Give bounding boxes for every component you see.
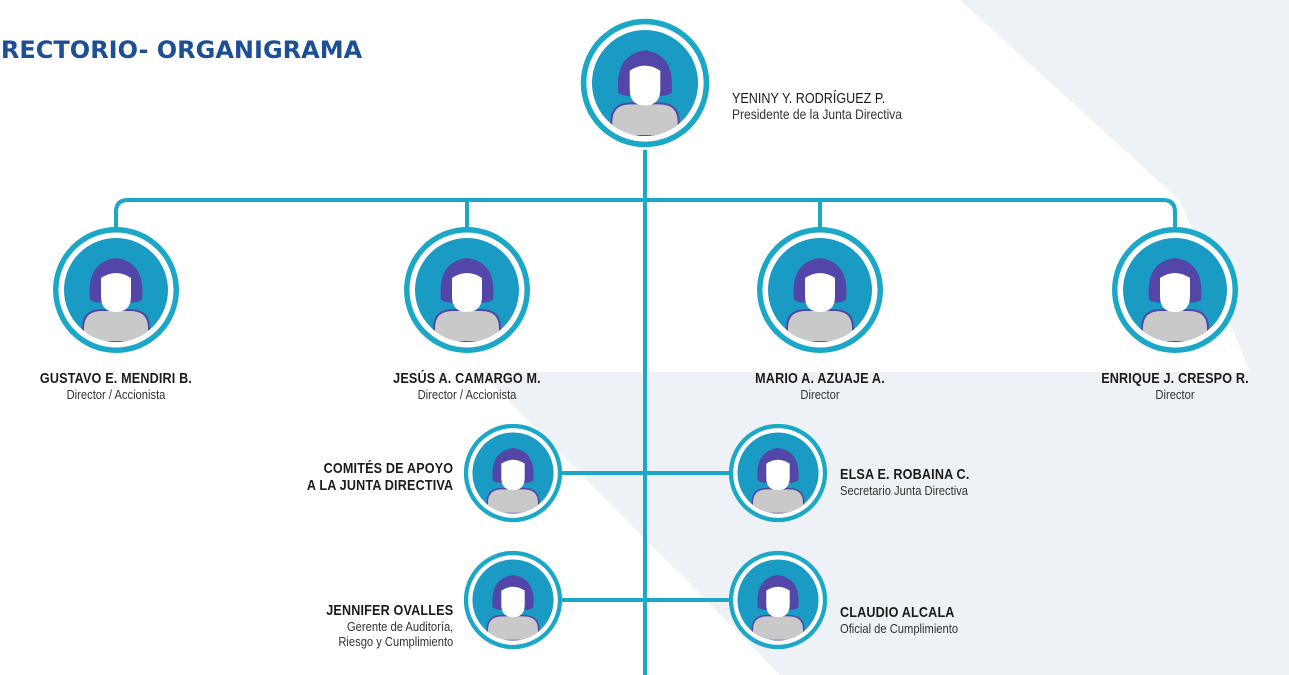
director-1-role: Director / Accionista — [66, 387, 166, 402]
audit-label: JENNIFER OVALLES Gerente de Auditoría, R… — [302, 602, 453, 649]
branch-line — [114, 198, 1177, 238]
avatar-director-4 — [1112, 227, 1238, 353]
director-1-label: GUSTAVO E. MENDIRI B. Director / Accioni… — [0, 370, 236, 402]
background-band-lower — [480, 372, 1289, 675]
compliance-name: CLAUDIO ALCALA — [840, 604, 955, 621]
avatar-audit — [464, 551, 562, 649]
compliance-role: Oficial de Cumplimiento — [840, 621, 959, 636]
secretary-role: Secretario Junta Directiva — [840, 483, 969, 498]
compliance-label: CLAUDIO ALCALA Oficial de Cumplimiento — [840, 604, 977, 636]
director-4-label: ENRIQUE J. CRESPO R. Director — [1055, 370, 1289, 402]
director-2-label: JESÚS A. CAMARGO M. Director / Accionist… — [347, 370, 587, 402]
connectors — [114, 150, 1177, 675]
page-title: IRECTORIO- ORGANIGRAMA — [0, 36, 363, 64]
audit-role-line-2: Riesgo y Cumplimiento — [338, 634, 453, 649]
committees-label: COMITÉS DE APOYO A LA JUNTA DIRECTIVA — [279, 460, 453, 494]
avatar-director-3 — [757, 227, 883, 353]
secretary-label: ELSA E. ROBAINA C. Secretario Junta Dire… — [840, 466, 994, 498]
director-2-role: Director / Accionista — [417, 387, 517, 402]
director-3-role: Director — [800, 387, 840, 402]
avatar-director-2 — [404, 227, 530, 353]
audit-name: JENNIFER OVALLES — [325, 602, 453, 619]
president-role: Presidente de la Junta Directiva — [732, 106, 902, 122]
director-3-label: MARIO A. AZUAJE A. Director — [700, 370, 940, 402]
director-3-name: MARIO A. AZUAJE A. — [755, 370, 885, 387]
committees-line-1: COMITÉS DE APOYO — [323, 460, 453, 477]
president-label: YENINY Y. RODRÍGUEZ P. Presidente de la … — [732, 90, 930, 122]
director-1-name: GUSTAVO E. MENDIRI B. — [39, 370, 193, 387]
avatar-committees — [464, 424, 562, 522]
avatar-president — [581, 19, 710, 148]
avatar-director-1 — [53, 227, 179, 353]
director-4-name: ENRIQUE J. CRESPO R. — [1101, 370, 1249, 387]
director-2-name: JESÚS A. CAMARGO M. — [393, 370, 541, 387]
secretary-name: ELSA E. ROBAINA C. — [840, 466, 970, 483]
committees-line-2: A LA JUNTA DIRECTIVA — [306, 477, 453, 494]
director-4-role: Director — [1155, 387, 1195, 402]
president-name: YENINY Y. RODRÍGUEZ P. — [732, 90, 886, 107]
audit-role-line-1: Gerente de Auditoría, — [346, 619, 453, 634]
avatar-compliance — [729, 551, 827, 649]
avatar-secretary — [729, 424, 827, 522]
